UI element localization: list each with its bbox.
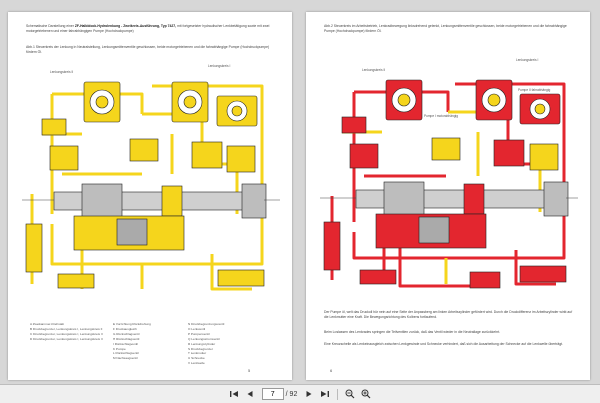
zoom-in-button[interactable] <box>360 388 372 400</box>
zoom-in-icon <box>361 389 371 399</box>
left-label-circuit-2: Lenkungskreis II <box>50 70 74 74</box>
legend-item: L Rückschlagventil <box>113 351 139 356</box>
last-page-button[interactable] <box>319 388 331 400</box>
left-page: Schematische Darstellung einer ZF-Halbbl… <box>8 12 292 380</box>
next-page-icon <box>306 391 312 397</box>
left-intro-text: Schematische Darstellung einer ZF-Halbbl… <box>26 24 270 33</box>
legend-item: F Druckausgleich <box>113 326 137 331</box>
right-body-paragraph-1: Der Pumpe öl, welt das Druckoll hür nein… <box>324 310 573 319</box>
right-label-circuit-2: Lenkungskreis II <box>362 68 386 72</box>
legend-item: H Rückschlagventil <box>113 336 140 341</box>
first-page-button[interactable] <box>228 388 240 400</box>
left-legend-column-3: N Druckbegrenzungsventil O Lenkventil P … <box>188 322 224 366</box>
legend-item: R Lenkungszylinder <box>188 341 216 346</box>
page-indicator: / 92 <box>261 388 298 400</box>
prev-page-icon <box>247 391 253 397</box>
right-body-paragraph-3: Eine Kreuzschelle als Lenkeinausgleich z… <box>324 342 563 346</box>
legend-item: G Rückschlagventil <box>113 331 140 336</box>
legend-item: N Druckbegrenzungsventil <box>188 322 225 326</box>
legend-item: A Zweikammer-Drehstab <box>30 322 65 326</box>
legend-item: S Druckbegrenzer <box>188 346 213 351</box>
right-page-number: 6 <box>330 368 333 373</box>
legend-item: K Pumpe <box>113 346 126 351</box>
next-page-button[interactable] <box>303 388 315 400</box>
right-page: Abb.2 Steuerkreis im Arbeitsbetrieb, Len… <box>306 12 590 380</box>
legend-item: E Vorrichtung Rückdrehung <box>113 322 151 326</box>
left-label-circuit-1: Lenkungskreis I <box>208 64 231 68</box>
left-legend-column-2: E Vorrichtung Rückdrehung F Druckausglei… <box>113 322 151 361</box>
legend-item: B Druckbegrenzer, Lenkungskreis I, Lenku… <box>30 326 103 331</box>
right-body-paragraph-2: Beim Loslassen des Lenkrades springen di… <box>324 330 501 334</box>
viewer-toolbar: / 92 <box>0 384 600 403</box>
right-figure-caption: Abb.2 Steuerkreis im Arbeitsbetrieb, Len… <box>324 24 567 33</box>
toolbar-separator <box>337 388 339 400</box>
legend-item: D Druckbegrenzer, Lenkungskreis I, Lenku… <box>30 336 103 341</box>
right-label-pump-2: Pumpe II fahrabhängig <box>518 88 551 92</box>
left-figure-caption: Abb.1 Steuerkreis der Lenkung in Neutral… <box>26 45 270 54</box>
last-page-icon <box>321 391 330 397</box>
left-hydraulic-diagram <box>22 81 280 291</box>
page-total-label: / 92 <box>285 390 298 398</box>
right-label-circuit-1: Lenkungskreis I <box>516 58 539 62</box>
legend-item: O Lenkventil <box>188 326 206 331</box>
zoom-out-button[interactable] <box>344 388 356 400</box>
legend-item: P Pumpenventil <box>188 331 210 336</box>
legend-item: I Rückschlagventil <box>113 341 138 346</box>
zoom-out-icon <box>345 389 355 399</box>
first-page-icon <box>229 391 238 397</box>
page-number-input[interactable] <box>261 388 284 400</box>
right-label-pump-1: Pumpe I motorabhängig <box>424 114 459 118</box>
right-hydraulic-diagram <box>320 79 578 289</box>
legend-item: V Lenkwelle <box>188 361 205 366</box>
legend-item: T Lenkmutter <box>188 351 207 356</box>
legend-item: M Nachsaugventil <box>113 356 138 361</box>
left-page-number: 5 <box>248 368 251 373</box>
legend-item: U Schnecke <box>188 356 205 361</box>
legend-item: C Druckbegrenzer, Lenkungskreis I, Lenku… <box>30 331 103 336</box>
left-legend-column-1: A Zweikammer-Drehstab B Druckbegrenzer, … <box>30 322 103 342</box>
legend-item: Q Lenkungsstromventil <box>188 336 220 341</box>
document-viewer[interactable]: Schematische Darstellung einer ZF-Halbbl… <box>0 0 600 384</box>
prev-page-button[interactable] <box>244 388 256 400</box>
